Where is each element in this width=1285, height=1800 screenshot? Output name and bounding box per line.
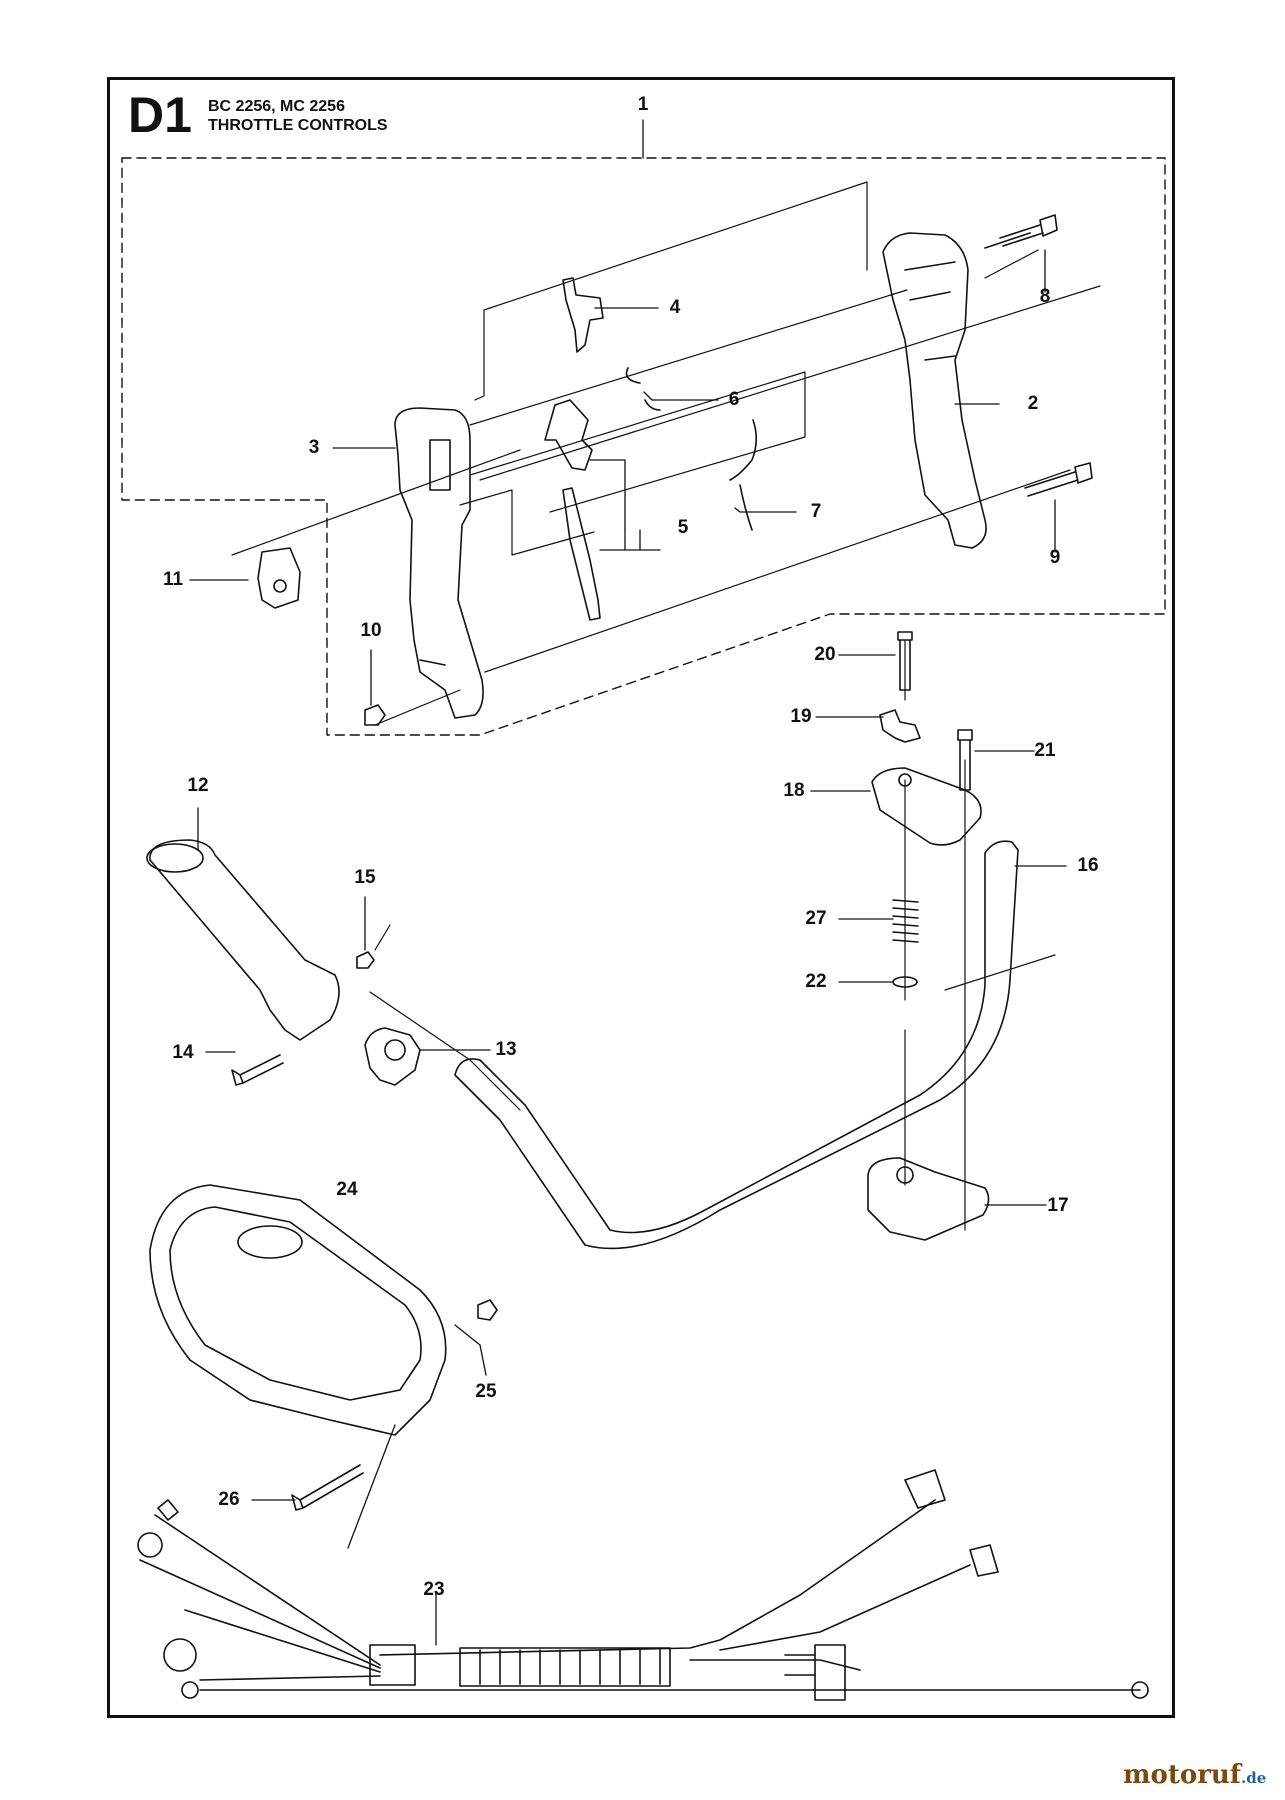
callout-22: 22 <box>805 971 827 992</box>
watermark-logo: motoruf.de <box>1123 1760 1266 1790</box>
callout-1: 1 <box>637 94 649 115</box>
watermark-brand: motoruf <box>1123 1760 1241 1790</box>
callout-25: 25 <box>475 1381 497 1402</box>
section-code: D1 <box>128 87 192 143</box>
clamp-knob <box>364 1027 421 1086</box>
handle-half-right <box>882 232 987 549</box>
assembly-boundary <box>121 157 1166 736</box>
screw-9 <box>1024 462 1093 497</box>
callout-23: 23 <box>423 1579 445 1600</box>
callout-5: 5 <box>677 517 689 538</box>
lockout-lever <box>562 277 604 353</box>
callout-14: 14 <box>172 1042 194 1063</box>
callout-7: 7 <box>810 501 822 522</box>
callout-3: 3 <box>308 437 320 458</box>
screw-8 <box>999 214 1058 247</box>
callout-26: 26 <box>218 1489 240 1510</box>
callout-27: 27 <box>805 908 827 929</box>
callout-9: 9 <box>1049 547 1061 568</box>
callout-15: 15 <box>354 867 376 888</box>
wiring-harness <box>139 1499 1141 1691</box>
stop-switch <box>257 547 301 609</box>
callout-18: 18 <box>783 780 805 801</box>
nut-15 <box>356 951 375 969</box>
throttle-grip <box>149 839 340 1041</box>
handlebar-clamp <box>867 1157 990 1241</box>
spring-27 <box>892 899 919 943</box>
alignment-lines <box>231 181 1101 1231</box>
bolt-20 <box>897 631 913 691</box>
loop-handle <box>149 1184 447 1436</box>
screw-26 <box>291 1464 364 1511</box>
diagram-title: THROTTLE CONTROLS <box>208 117 388 134</box>
callout-4: 4 <box>669 297 681 318</box>
callout-24: 24 <box>336 1179 358 1200</box>
clamp-cover <box>871 767 982 846</box>
callout-21: 21 <box>1034 740 1056 761</box>
wing-nut <box>879 709 921 743</box>
nut-25 <box>477 1299 498 1321</box>
handlebar-tube <box>454 840 1019 1250</box>
callout-2: 2 <box>1027 393 1039 414</box>
bolt-21 <box>957 729 973 791</box>
callout-19: 19 <box>790 706 812 727</box>
callout-11: 11 <box>162 569 184 590</box>
callout-16: 16 <box>1077 855 1099 876</box>
callout-6: 6 <box>728 389 740 410</box>
callout-17: 17 <box>1047 1195 1069 1216</box>
leader-lines <box>189 249 1067 1646</box>
watermark-tld: .de <box>1241 1769 1267 1787</box>
diagram-frame: D1 BC 2256, MC 2256 THROTTLE CONTROLS <box>107 77 1175 1718</box>
callout-20: 20 <box>814 644 836 665</box>
model-list: BC 2256, MC 2256 <box>208 98 345 115</box>
handle-half-left <box>394 407 484 719</box>
screw-14 <box>231 1054 284 1086</box>
callout-12: 12 <box>187 775 209 796</box>
callout-8: 8 <box>1039 286 1051 307</box>
throttle-trigger <box>544 399 593 471</box>
callout-10: 10 <box>360 620 382 641</box>
callout-13: 13 <box>495 1039 517 1060</box>
nut-10 <box>364 704 386 726</box>
